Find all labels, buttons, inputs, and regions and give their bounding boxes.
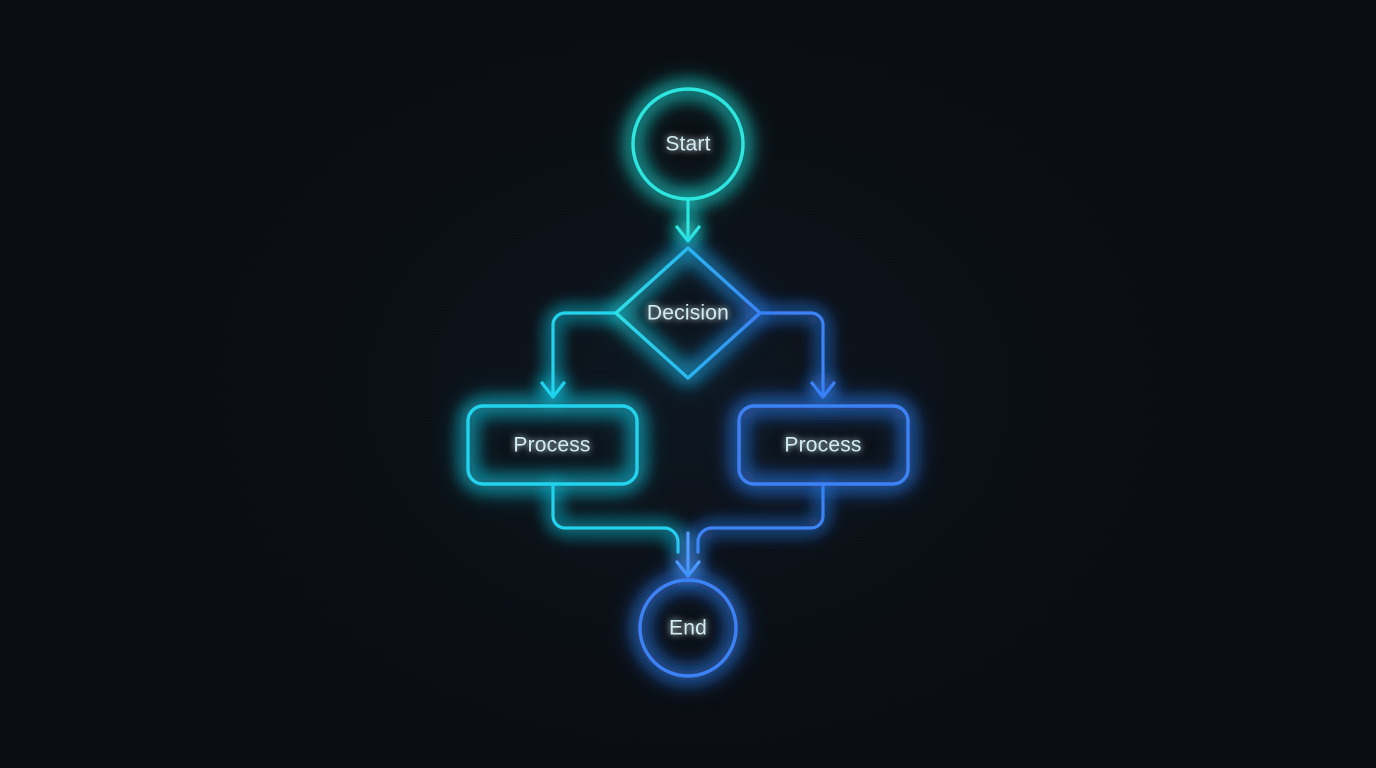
edge-merge-to-end	[675, 531, 701, 578]
nodes-layer: Start Decision Process Process End	[466, 87, 910, 678]
node-start[interactable]: Start	[631, 87, 745, 201]
start-label: Start	[665, 133, 710, 156]
ambient-glow-layer	[464, 85, 912, 680]
edge-process-right-to-end	[696, 482, 825, 554]
edge-decision-to-process-right	[758, 311, 836, 399]
edge-process-left-to-end	[551, 482, 680, 554]
node-process-left[interactable]: Process	[466, 404, 639, 486]
node-process-right[interactable]: Process	[737, 404, 910, 486]
node-end[interactable]: End	[638, 578, 738, 678]
decision-label: Decision	[647, 302, 729, 325]
end-circle[interactable]	[638, 578, 738, 678]
start-circle[interactable]	[631, 87, 745, 201]
process-right-label: Process	[784, 434, 861, 457]
edge-start-to-decision	[675, 197, 701, 243]
node-decision[interactable]: Decision	[614, 246, 762, 380]
process-right-box[interactable]	[737, 404, 910, 486]
end-label: End	[669, 617, 707, 640]
edges-layer	[540, 197, 836, 578]
edge-decision-to-process-left	[540, 311, 618, 399]
process-left-box[interactable]	[466, 404, 639, 486]
decision-diamond[interactable]	[614, 246, 762, 380]
process-left-label: Process	[513, 434, 590, 457]
